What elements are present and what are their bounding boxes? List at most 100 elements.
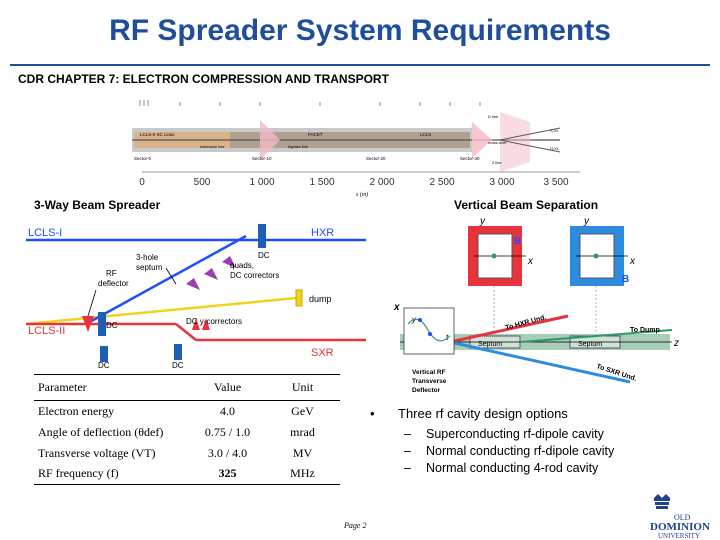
sxr-bend xyxy=(175,323,197,341)
dc-magnet-top xyxy=(258,224,266,248)
beamline-layout-figure: LCLS-II SC Linac extension line FACET by… xyxy=(120,92,590,202)
page-number: Page 2 xyxy=(344,521,367,530)
quad-2 xyxy=(204,268,218,280)
dc-magnet-bottom-right xyxy=(174,344,182,360)
dc-label-top: DC xyxy=(258,251,270,260)
chapter-heading: CDR CHAPTER 7: ELECTRON COMPRESSION AND … xyxy=(18,72,389,86)
branch-upper xyxy=(499,127,561,141)
quad-1 xyxy=(186,278,200,290)
parameter-table: Parameter Value Unit Electron energy 4.0… xyxy=(34,374,340,485)
dc-label-left: DC xyxy=(106,321,118,330)
vertical-separation-diagram: y x B y x B Septum Septum z To HXR Und. … xyxy=(393,216,679,394)
table-row: Transverse voltage (VT) 3.0 / 4.0 MV xyxy=(34,443,340,464)
slide-title: RF Spreader System Requirements xyxy=(109,14,611,47)
deflector-caption-2: Transverse xyxy=(412,378,447,385)
beamline-label-sc-linac: LCLS-II SC Linac xyxy=(140,132,176,137)
lcls2-label: LCLS-II xyxy=(28,325,65,337)
beamline-label-bypass: bypass line xyxy=(288,144,309,149)
deflector-dot-2 xyxy=(428,332,432,336)
unit-voltage: MV xyxy=(292,445,313,460)
param-electron-energy: Electron energy xyxy=(38,403,115,418)
rf-deflector-mark xyxy=(82,316,94,332)
dc-y-correctors-label: DC y-correctors xyxy=(186,317,242,326)
header-unit: Unit xyxy=(265,374,340,401)
unit-frequency: MHz xyxy=(290,466,315,481)
y-label-blue: y xyxy=(583,216,590,227)
b-label-blue: B xyxy=(622,274,629,285)
separation-heading: Vertical Beam Separation xyxy=(454,198,599,212)
cavity-options-list: • Three rf cavity design options – Super… xyxy=(370,406,710,475)
dump-beam xyxy=(26,296,297,326)
quads-label: quads, xyxy=(230,261,254,270)
logo-line1: OLD xyxy=(674,513,691,522)
beamline-label-facet: FACET xyxy=(308,132,323,137)
septum-label-2: septum xyxy=(136,263,163,272)
s-axis-ticks: 0 500 1 000 1 500 2 000 2 500 3 000 3 50… xyxy=(139,177,569,188)
spreader-heading: 3-Way Beam Spreader xyxy=(34,198,161,212)
table-row: Angle of deflection (θdef) 0.75 / 1.0 mr… xyxy=(34,422,340,443)
b-label-red: B xyxy=(514,236,521,247)
table-header-row: Parameter Value Unit xyxy=(34,374,340,401)
y-label-red: y xyxy=(479,216,486,227)
dc-magnet-left xyxy=(98,312,106,336)
logo-line2: DOMINION xyxy=(650,521,710,533)
beamline-label-extension: extension line xyxy=(200,144,225,149)
septum-label-b: Septum xyxy=(578,341,602,348)
deflector-caption-1: Vertical RF xyxy=(412,369,446,376)
blue-beam-dot xyxy=(593,253,599,259)
value-voltage: 3.0 / 4.0 xyxy=(207,445,248,460)
sub-bullet-marker: – xyxy=(404,444,411,458)
sector-0-label: Sector-0 xyxy=(134,156,152,161)
beamline-label-sxl: S-XL xyxy=(550,128,560,133)
dump-label: dump xyxy=(309,294,332,304)
bullet-marker: • xyxy=(370,406,375,421)
beamline-top-ticks xyxy=(139,100,481,106)
septum-label-a: Septum xyxy=(478,341,502,348)
septum-pointer xyxy=(165,267,177,285)
quad-3 xyxy=(222,256,236,268)
unit-angle: mrad xyxy=(290,424,315,439)
logo-line3: UNIVERSITY xyxy=(658,532,700,540)
dc-label-bottom-left: DC xyxy=(98,361,110,370)
y-corrector-1 xyxy=(192,318,200,330)
sub-bullet-marker: – xyxy=(404,427,411,441)
hxr-branch xyxy=(85,234,247,326)
deflector-wave xyxy=(407,318,451,342)
unit-electron-energy: GeV xyxy=(291,403,314,418)
dc-label-bottom-right: DC xyxy=(172,361,184,370)
s-tick-1000: 1 000 xyxy=(249,177,274,188)
s-tick-3500: 3 500 xyxy=(543,177,568,188)
header-value: Value xyxy=(190,374,265,401)
deflector-dot-1 xyxy=(418,318,422,322)
to-dump-label: To Dump xyxy=(630,327,660,334)
crown-icon xyxy=(654,494,670,509)
branch-lower xyxy=(499,139,561,153)
s-tick-500: 500 xyxy=(194,177,211,188)
beamline-label-hxl: H-XL xyxy=(550,146,560,151)
lcls1-label: LCLS-I xyxy=(28,227,62,239)
table-row: Electron energy 4.0 GeV xyxy=(34,401,340,422)
dc-magnet-bottom-left xyxy=(100,346,108,362)
beamline-label-2line: 2 line xyxy=(492,160,502,165)
header-parameter: Parameter xyxy=(34,374,190,401)
bullet-main: • Three rf cavity design options xyxy=(370,406,710,421)
beamline-label-crossover: cross-over xyxy=(488,140,507,145)
rf-label: RF xyxy=(106,269,117,278)
x-label-red: x xyxy=(527,256,534,267)
z-axis-label: z xyxy=(673,338,679,349)
sector-30-label: Sector-30 xyxy=(460,156,480,161)
sxr-label: SXR xyxy=(311,347,334,359)
dc-correctors-label: DC correctors xyxy=(230,271,279,280)
x-axis-label-deflector: x xyxy=(393,302,400,313)
pink-arrow-1 xyxy=(260,120,280,160)
value-frequency: 325 xyxy=(218,466,237,481)
sub-bullet-text: Normal conducting rf-dipole cavity xyxy=(426,444,615,458)
sector-10-label: Sector-10 xyxy=(252,156,272,161)
param-voltage: Transverse voltage (VT) xyxy=(38,445,156,460)
x-label-blue: x xyxy=(629,256,636,267)
pink-fan xyxy=(500,112,530,172)
s-tick-2500: 2 500 xyxy=(429,177,454,188)
sxr-beam xyxy=(449,340,631,384)
list-item: – Normal conducting rf-dipole cavity xyxy=(404,444,710,458)
dump-beam-line xyxy=(519,329,673,343)
